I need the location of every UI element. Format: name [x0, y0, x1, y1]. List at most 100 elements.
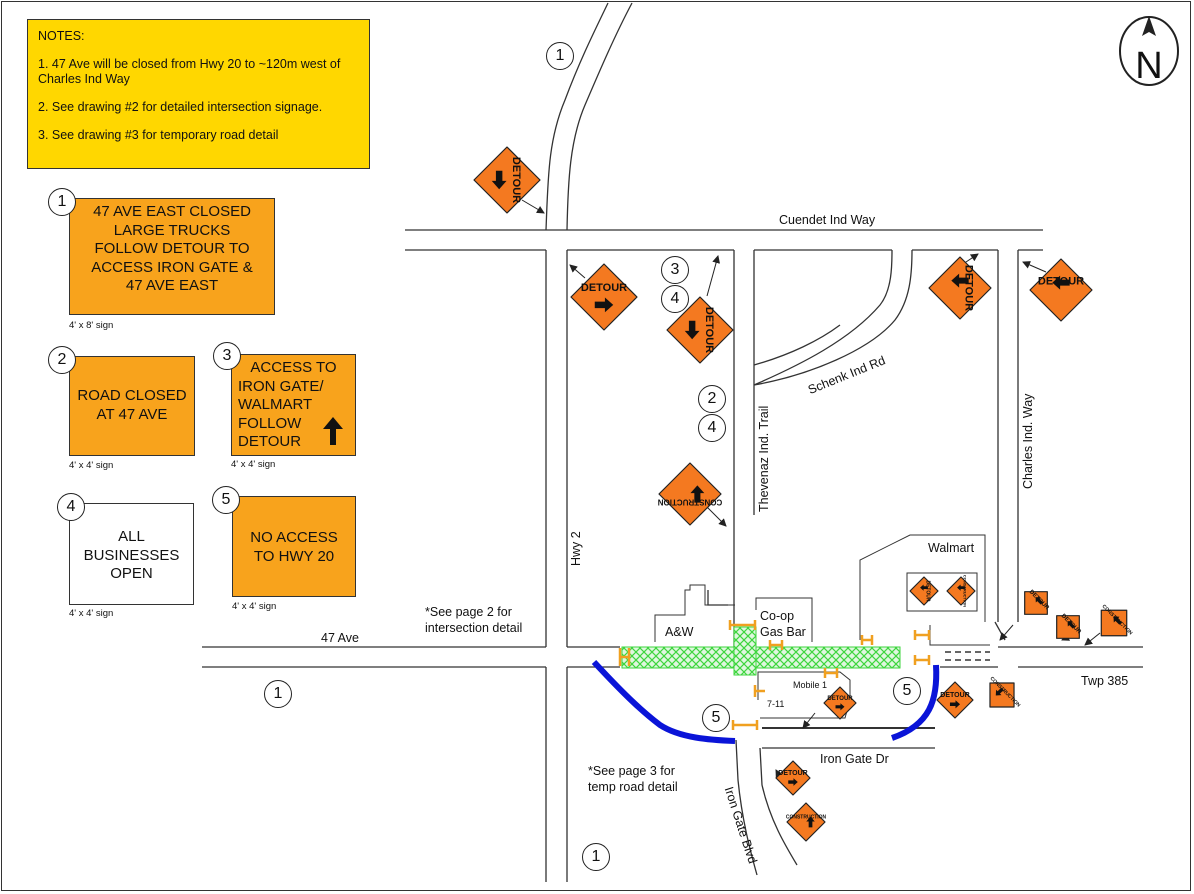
sign5-size: 4' x 4' sign [232, 601, 277, 612]
construction-sign-twp: CONSTRUCTION [1101, 604, 1134, 637]
notes-title: NOTES: [38, 29, 85, 43]
temporary-road [591, 659, 940, 744]
right-arrow-icon [949, 700, 961, 709]
note-item-3: 3. See drawing #3 for temporary road det… [38, 128, 279, 142]
detour-sign-schenk: DETOUR [928, 256, 992, 320]
detour-sign-hwy2-north: DETOUR [473, 146, 541, 214]
sign1-line: FOLLOW DETOUR TO [94, 240, 250, 257]
road-label-hwy2: Hwy 2 [569, 531, 583, 566]
construction-sign-walmart: CONSTRUCTION [946, 575, 976, 607]
map-marker-1-west: 1 [264, 680, 292, 708]
map-marker-5-west: 5 [702, 704, 730, 732]
map-marker-4-upper: 4 [661, 285, 689, 313]
sign3-number: 3 [213, 342, 241, 370]
construction-sign-hwy2: CONSTRUCTION [658, 462, 723, 526]
sign1-line: 47 AVE EAST [125, 277, 219, 294]
sign3-line: ACCESS TO [250, 359, 337, 376]
sign-legend-5: NO ACCESS TO HWY 20 [232, 496, 356, 597]
barricades [618, 620, 931, 730]
road-label-cuendet: Cuendet Ind Way [779, 213, 876, 227]
place-walmart: Walmart [928, 541, 975, 555]
sign1-number: 1 [48, 188, 76, 216]
sign3-size: 4' x 4' sign [231, 459, 276, 470]
construction-sign-irongate-blvd: CONSTRUCTION [786, 802, 827, 842]
sign4-line: OPEN [110, 565, 153, 582]
road-label-twp385: Twp 385 [1081, 674, 1129, 688]
hwy2-north-east-edge [566, 2, 633, 231]
note-item-1: 1. 47 Ave will be closed from Hwy 20 to … [38, 57, 341, 86]
up-arrow-icon [806, 816, 815, 828]
sign4-line: ALL [118, 528, 145, 545]
note-page2-line2: intersection detail [425, 621, 523, 635]
sign1-line: LARGE TRUCKS [113, 221, 231, 239]
detour-signs: DETOUR DETOUR DETOUR DETOUR DETOUR CONSTRUCTI… [473, 146, 1134, 842]
sign-text: CONSTRUCTION [963, 575, 968, 607]
right-arrow-icon [684, 320, 700, 340]
right-arrow-icon [788, 778, 798, 786]
down-arrow-icon [690, 485, 705, 503]
sign1-size: 4' x 8' sign [69, 320, 114, 331]
sign-text: CONSTRUCTION [658, 498, 723, 507]
sign-text: DETOUR [581, 282, 627, 294]
detour-sign-hwy2-east: DETOUR [666, 296, 734, 364]
right-arrow-icon [835, 703, 845, 711]
sign5-line: TO HWY 20 [253, 547, 335, 565]
sign-legend-1: 47 AVE EAST CLOSED LARGE TRUCKS FOLLOW D… [69, 198, 275, 315]
down-arrow-icon [995, 687, 1004, 696]
sign2-line: ROAD CLOSED [77, 387, 187, 404]
sign-text: DETOUR [940, 692, 969, 699]
down-arrow-icon [920, 584, 928, 591]
detour-sign-walmart-1: DETOUR [909, 576, 939, 606]
road-closure-zone [621, 626, 901, 676]
sign3-line: WALMART [238, 396, 313, 413]
note-page3-line1: *See page 3 for [588, 764, 675, 778]
detour-sign-twp-1: DETOUR [1056, 613, 1082, 639]
place-mobile1: Mobile 1 [793, 680, 828, 690]
sign-legend-3: ACCESS TO IRON GATE/ WALMART FOLLOW DETO… [231, 354, 356, 456]
left-arrow-icon [1035, 597, 1043, 605]
sign3-line: DETOUR [238, 433, 302, 450]
sign3-line: FOLLOW [238, 414, 302, 432]
detour-sign-mobile1: DETOUR [823, 686, 857, 720]
sign4-number: 4 [57, 493, 85, 521]
sign2-line: AT 47 AVE [96, 405, 168, 423]
hwy2-north-west-edge [545, 2, 609, 231]
sign-text: DETOUR [925, 580, 931, 601]
road-label-thevenaz: Thevenaz Ind. Trail [757, 405, 771, 512]
sign-text: DETOUR [778, 770, 807, 777]
place-coop-1: Co-op [760, 609, 795, 623]
map-marker-5-east: 5 [893, 677, 921, 705]
notes-box: NOTES: 1. 47 Ave will be closed from Hwy… [27, 19, 370, 169]
road-label-47ave: 47 Ave [321, 631, 360, 645]
place-7-11: 7-11 [767, 699, 785, 709]
left-arrow-icon [1052, 275, 1070, 290]
sign-text: DETOUR [703, 307, 715, 353]
sign1-line: ACCESS IRON GATE & [91, 258, 253, 276]
left-arrow-icon [1113, 616, 1122, 625]
place-coop-2: Gas Bar [760, 625, 806, 639]
arrow-up-icon [323, 417, 343, 445]
sign-legend-4: ALL BUSINESSES OPEN [69, 503, 194, 605]
left-arrow-icon [1067, 621, 1075, 629]
sign3-line: IRON GATE/ [238, 377, 324, 395]
sign2-size: 4' x 4' sign [69, 460, 114, 471]
sign1-line: 47 AVE EAST CLOSED [93, 203, 251, 220]
construction-sign-twp-2: CONSTRUCTION [989, 676, 1022, 709]
road-label-irongate-dr: Iron Gate Dr [820, 752, 889, 766]
sign-text: DETOUR [827, 696, 853, 702]
sign5-line: NO ACCESS [250, 529, 338, 546]
sign4-size: 4' x 4' sign [69, 608, 114, 619]
sign-text: DETOUR [963, 265, 975, 311]
sign2-number: 2 [48, 346, 76, 374]
sign4-line: BUSINESSES [83, 546, 180, 564]
map-marker-4-lower: 4 [698, 414, 726, 442]
north-arrow-icon: N [1119, 16, 1179, 87]
sign-text: DETOUR [510, 157, 522, 203]
svg-text:N: N [1135, 45, 1162, 87]
note-page2-line1: *See page 2 for [425, 605, 512, 619]
road-label-charles: Charles Ind. Way [1021, 393, 1035, 489]
sign-text: CONSTRUCTION [786, 815, 827, 821]
note-page3-line2: temp road detail [588, 780, 678, 794]
